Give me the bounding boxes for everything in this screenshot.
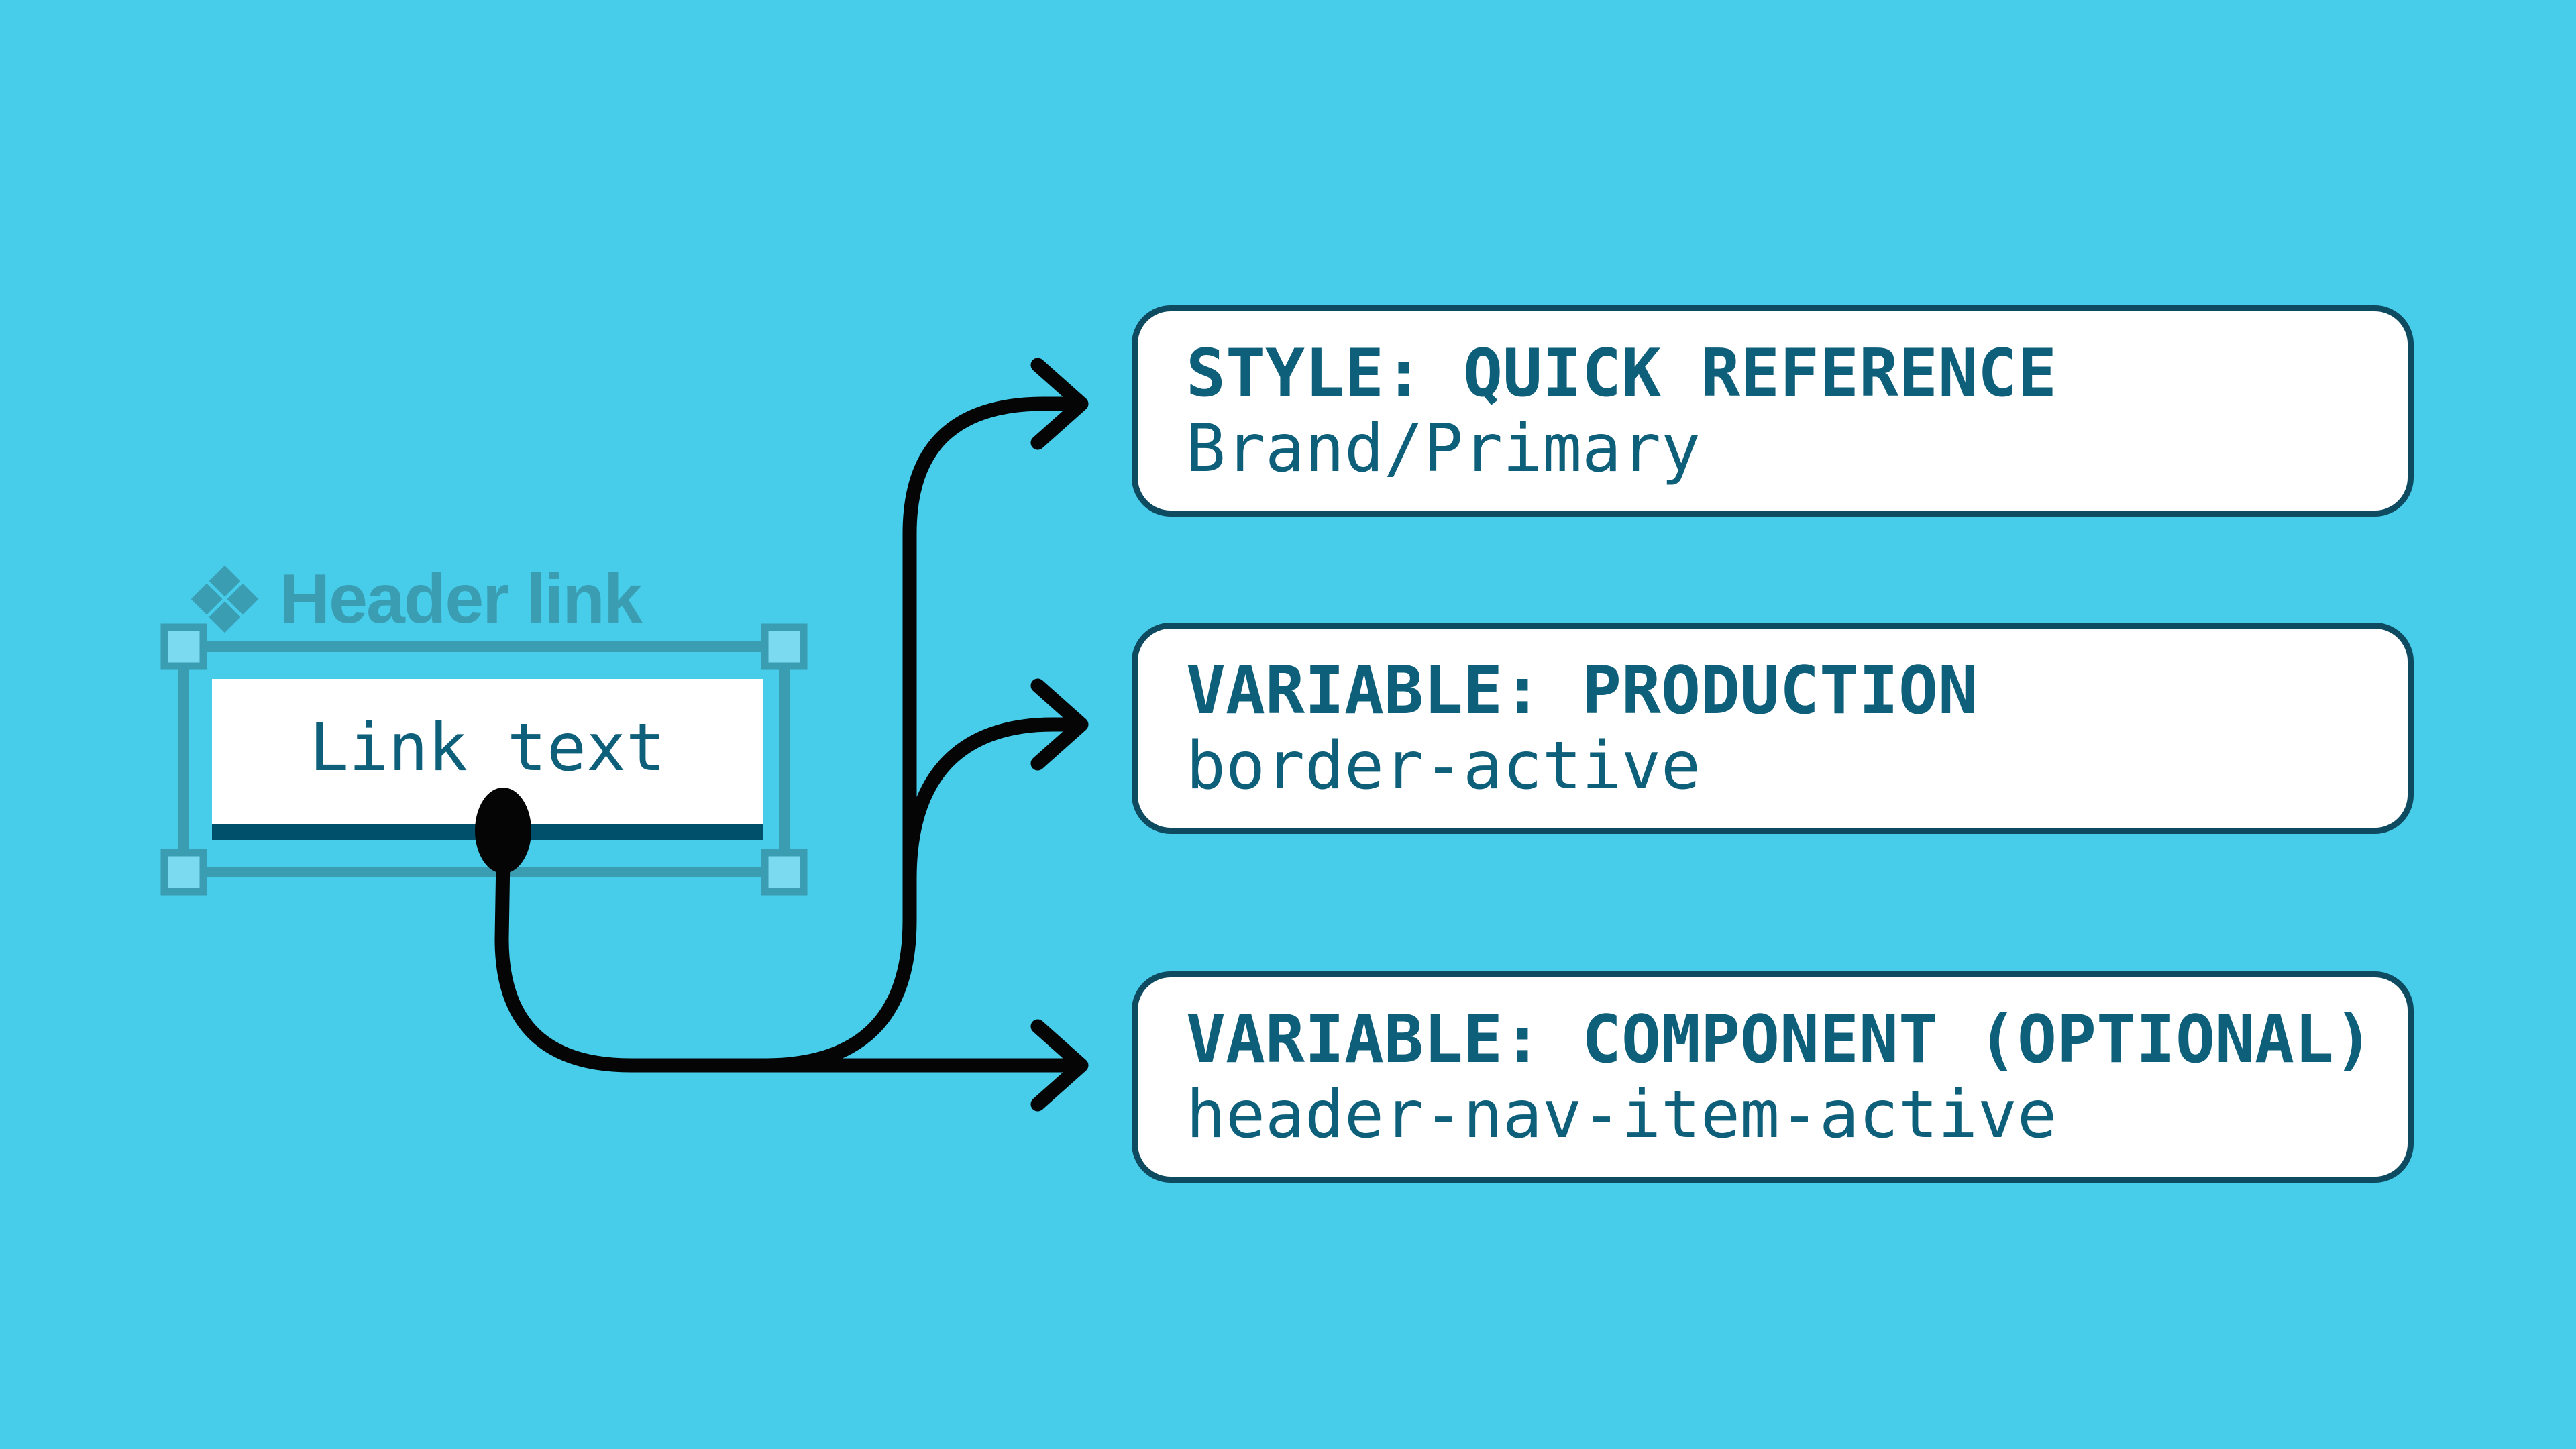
annotation-value: header-nav-item-active bbox=[1186, 1076, 2057, 1153]
link-text-label: Link text bbox=[309, 710, 665, 786]
connector-line-bottom bbox=[494, 850, 1079, 1073]
connector-line-top bbox=[757, 396, 1079, 1073]
annotation-title: VARIABLE: COMPONENT (OPTIONAL) bbox=[1186, 1001, 2374, 1078]
annotation-title: VARIABLE: PRODUCTION bbox=[1186, 652, 1978, 729]
arrowhead-bottom bbox=[1030, 1019, 1089, 1112]
component-name-label: Header link bbox=[280, 559, 643, 638]
annotation-title: STYLE: QUICK REFERENCE bbox=[1186, 335, 2057, 412]
arrowhead-top bbox=[1030, 358, 1089, 450]
selection-handle-top-right bbox=[761, 623, 808, 670]
annotation-value: border-active bbox=[1186, 727, 1701, 804]
arrowhead-middle bbox=[1030, 678, 1089, 771]
annotation-value: Brand/Primary bbox=[1186, 410, 1701, 487]
connector-line-middle bbox=[902, 717, 1079, 886]
active-underline-bar bbox=[212, 824, 763, 840]
annotation-box-variable-component: VARIABLE: COMPONENT (OPTIONAL) header-na… bbox=[1132, 971, 2414, 1183]
annotation-box-style: STYLE: QUICK REFERENCE Brand/Primary bbox=[1132, 305, 2414, 517]
selection-handle-bottom-right bbox=[761, 849, 808, 896]
component-diamond-icon bbox=[190, 564, 260, 634]
selected-link-component: Link text bbox=[212, 679, 763, 840]
annotation-box-variable-production: VARIABLE: PRODUCTION border-active bbox=[1132, 623, 2414, 834]
selection-handle-bottom-left bbox=[160, 849, 207, 896]
component-label: Header link bbox=[190, 559, 643, 639]
